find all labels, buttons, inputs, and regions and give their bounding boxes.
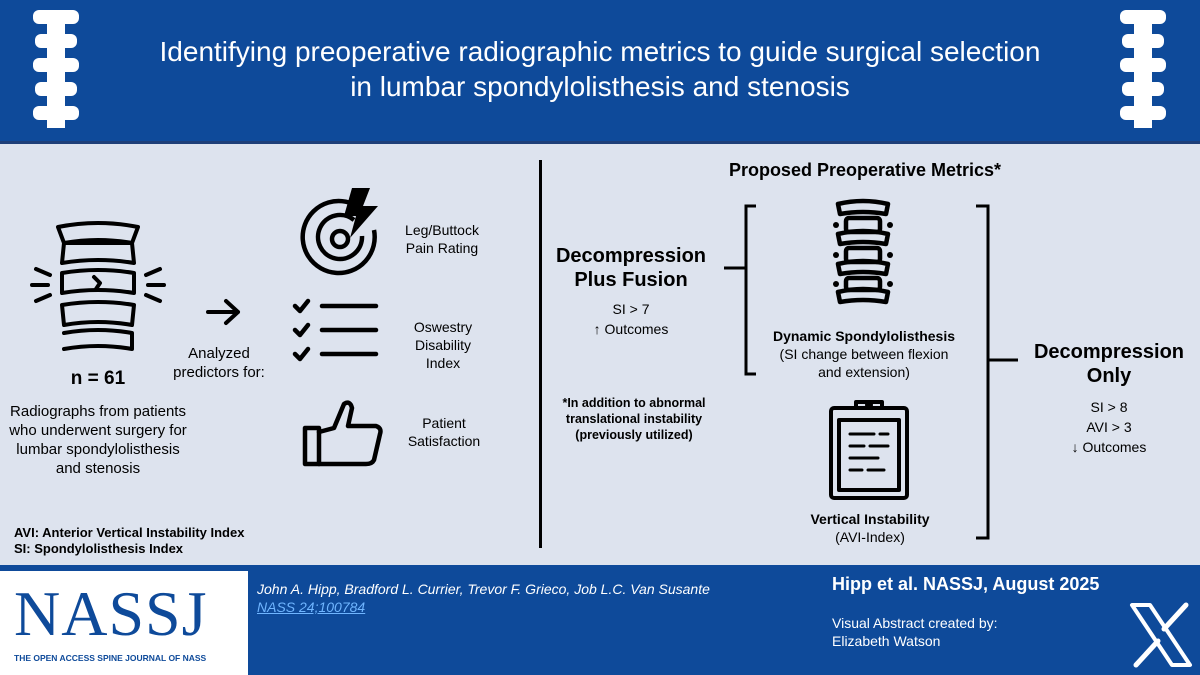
- credit-line: Elizabeth Watson: [832, 633, 941, 649]
- decomp-outcome: ↓ Outcomes: [1020, 437, 1198, 457]
- credit: Visual Abstract created by: Elizabeth Wa…: [832, 614, 998, 650]
- spine-pain-icon: [30, 221, 166, 351]
- authors: John A. Hipp, Bradford L. Currier, Trevo…: [257, 581, 710, 597]
- description-line: and stenosis: [55, 460, 141, 477]
- predictor-line: Oswestry: [413, 319, 473, 335]
- description-line: lumbar spondylolisthesis: [16, 441, 180, 458]
- header-banner: [0, 0, 1200, 141]
- decomp-si: SI > 8: [1090, 399, 1128, 415]
- dynamic-spondylolisthesis: Dynamic Spondylolisthesis (SI change bet…: [748, 327, 980, 381]
- nassj-logo: NASSJ THE OPEN ACCESS SPINE JOURNAL OF N…: [0, 571, 248, 675]
- credit-line: Visual Abstract created by:: [832, 615, 998, 631]
- spine-icon-right: [1120, 10, 1166, 128]
- page-title: Identifying preoperative radiographic me…: [140, 34, 1060, 104]
- description-line: Radiographs from patients: [10, 403, 186, 420]
- footnote-line: (previously utilized): [575, 428, 693, 442]
- nassj-logo-subtitle: THE OPEN ACCESS SPINE JOURNAL OF NASS: [14, 653, 207, 663]
- left-bracket: [724, 204, 756, 376]
- population-description: Radiographs from patients who underwent …: [0, 402, 196, 478]
- predictor-satisfaction: Patient Satisfaction: [402, 414, 486, 450]
- citation-link[interactable]: NASS 24;100784: [257, 599, 366, 615]
- predictor-line: Patient: [422, 415, 466, 431]
- predictor-line: Leg/Buttock: [405, 222, 479, 238]
- sample-size: n = 61: [70, 368, 126, 389]
- x-logo-icon[interactable]: [1128, 601, 1194, 669]
- abbreviation-si: SI: Spondylolisthesis Index: [14, 541, 184, 556]
- dynamic-title: Dynamic Spondylolisthesis: [772, 328, 956, 344]
- clipboard-icon: [829, 400, 909, 500]
- journal-citation: Hipp et al. NASSJ, August 2025: [832, 574, 1100, 594]
- abbreviations: AVI: Anterior Vertical Instability Index…: [14, 525, 244, 557]
- decomp-title-line: Only: [1086, 365, 1132, 387]
- arrow-right-icon: [206, 299, 240, 325]
- arrow-down-icon: ↓: [1071, 439, 1079, 455]
- fusion-title: Decompression Plus Fusion: [546, 244, 716, 292]
- title-line-2: in lumbar spondylolisthesis and stenosis: [350, 71, 850, 102]
- spine-icon-left: [33, 10, 79, 128]
- decomp-outcome-label: Outcomes: [1082, 439, 1147, 455]
- analyzed-line: predictors for:: [173, 364, 265, 381]
- vertical-subtitle: (AVI-Index): [835, 529, 905, 545]
- right-bracket: [976, 204, 1018, 540]
- fusion-title-line: Decompression: [555, 245, 707, 267]
- predictor-pain: Leg/Buttock Pain Rating: [400, 221, 484, 257]
- footnote-line: translational instability: [565, 412, 703, 426]
- nassj-logo-text: NASSJ: [14, 578, 208, 649]
- spine-segment-icon: [833, 198, 893, 305]
- abbreviation-avi: AVI: Anterior Vertical Instability Index: [14, 525, 245, 540]
- description-line: who underwent surgery for: [9, 422, 187, 439]
- analyzed-predictors-label: Analyzed predictors for:: [166, 344, 272, 382]
- decompression-only-title: Decompression Only: [1020, 340, 1198, 388]
- fusion-outcome: ↑ Outcomes: [546, 319, 716, 339]
- header-border: [0, 141, 1200, 144]
- predictor-line: Pain Rating: [405, 240, 479, 256]
- analyzed-line: Analyzed: [188, 345, 250, 362]
- fusion-outcome-label: Outcomes: [604, 321, 669, 337]
- dynamic-subtitle: (SI change between flexion: [779, 346, 949, 362]
- predictor-line: Disability Index: [414, 337, 471, 371]
- arrow-up-icon: ↑: [593, 321, 601, 337]
- checklist-icon: [292, 298, 379, 362]
- fusion-title-line: Plus Fusion: [574, 269, 688, 291]
- title-line-1: Identifying preoperative radiographic me…: [159, 36, 1041, 67]
- section-divider: [539, 160, 542, 548]
- metrics-heading: Proposed Preoperative Metrics*: [728, 160, 1002, 180]
- decomp-title-line: Decompression: [1033, 341, 1185, 363]
- vertical-instability: Vertical Instability (AVI-Index): [790, 510, 950, 546]
- footnote: *In addition to abnormal translational i…: [548, 395, 720, 443]
- decomp-avi: AVI > 3: [1086, 419, 1132, 435]
- vertical-title: Vertical Instability: [810, 511, 930, 527]
- thumbs-up-icon: [302, 400, 383, 467]
- fusion-criteria: SI > 7 ↑ Outcomes: [546, 299, 716, 339]
- decompression-only-criteria: SI > 8 AVI > 3 ↓ Outcomes: [1020, 397, 1198, 457]
- predictor-odi: Oswestry Disability Index: [398, 318, 488, 372]
- dynamic-subtitle: and extension): [818, 364, 910, 380]
- target-lightning-icon: [300, 188, 378, 276]
- predictor-line: Satisfaction: [407, 433, 481, 449]
- fusion-si: SI > 7: [612, 301, 650, 317]
- footnote-line: *In addition to abnormal: [562, 396, 706, 410]
